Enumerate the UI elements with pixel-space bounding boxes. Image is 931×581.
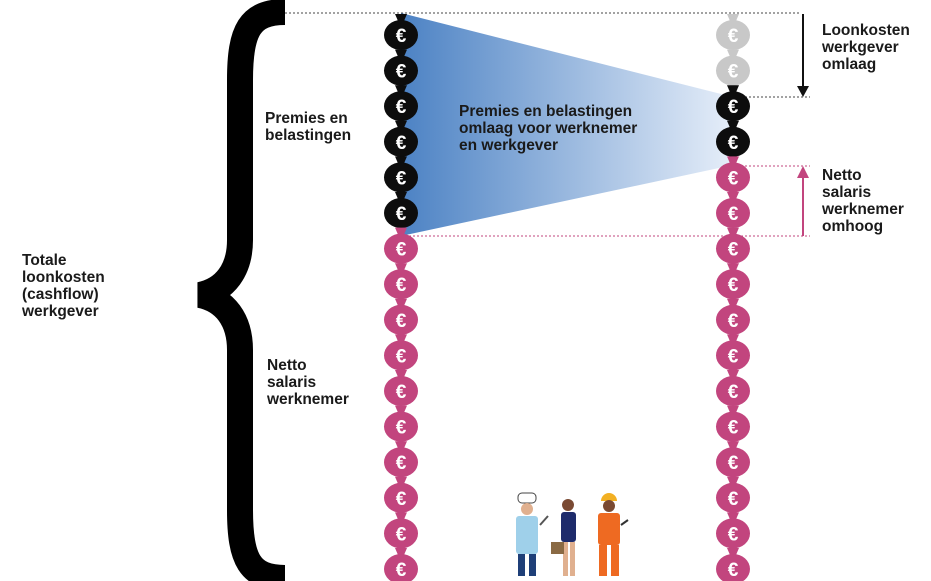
euro-symbol: € (396, 418, 407, 439)
stack-before: € € € € € € € € € € € € € € € € (384, 14, 418, 581)
construction-worker-icon (598, 493, 629, 576)
money-bag-icon: € (384, 227, 418, 264)
euro-symbol: € (728, 382, 739, 403)
euro-symbol: € (396, 453, 407, 474)
euro-symbol: € (396, 204, 407, 225)
money-bag-icon: € (384, 85, 418, 122)
euro-symbol: € (728, 489, 739, 510)
wedge-description-label: Premies en belastingen omlaag voor werkn… (459, 103, 638, 154)
money-bag-icon: € (384, 298, 418, 335)
money-bag-icon: € (716, 227, 750, 264)
money-bag-icon: € (384, 263, 418, 300)
euro-symbol: € (728, 275, 739, 296)
euro-symbol: € (396, 346, 407, 367)
euro-symbol: € (396, 168, 407, 189)
money-bag-icon: € (384, 156, 418, 193)
money-bag-icon: € (716, 14, 750, 50)
money-bag-icon: € (716, 476, 750, 513)
euro-symbol: € (728, 311, 739, 332)
euro-symbol: € (396, 311, 407, 332)
euro-symbol: € (728, 346, 739, 367)
euro-symbol: € (396, 524, 407, 545)
net-salary-label: Netto salaris werknemer (267, 357, 349, 408)
money-bag-icon: € (384, 14, 418, 50)
euro-symbol: € (728, 62, 739, 83)
total-labor-cost-label: Totale loonkosten (cashflow) werkgever (22, 252, 105, 320)
euro-symbol: € (728, 524, 739, 545)
down-arrow-icon (797, 14, 809, 97)
net-salary-up-label: Netto salaris werknemer omhoog (822, 167, 904, 235)
money-bag-icon: € (384, 476, 418, 513)
money-bag-icon: € (384, 370, 418, 406)
money-bag-icon: € (716, 263, 750, 300)
euro-symbol: € (396, 240, 407, 261)
euro-symbol: € (396, 97, 407, 118)
euro-symbol: € (396, 133, 407, 154)
euro-symbol: € (728, 97, 739, 118)
money-bag-icon: € (384, 334, 418, 371)
money-bag-icon: € (716, 156, 750, 193)
stack-after: € € € € € € € € € € € € € € € € (716, 14, 750, 581)
money-bag-icon: € (384, 512, 418, 549)
euro-symbol: € (396, 489, 407, 510)
money-bag-icon: € (384, 192, 418, 228)
euro-symbol: € (728, 204, 739, 225)
money-bag-icon: € (384, 405, 418, 442)
euro-symbol: € (728, 26, 739, 47)
up-arrow-icon (797, 166, 809, 236)
money-bag-icon: € (716, 298, 750, 335)
money-bag-icon: € (716, 441, 750, 478)
money-bag-icon: € (716, 512, 750, 549)
euro-symbol: € (396, 382, 407, 403)
euro-symbol: € (396, 560, 407, 581)
employer-cost-down-label: Loonkosten werkgever omlaag (822, 22, 910, 73)
money-bag-icon: € (384, 441, 418, 478)
money-bag-icon: € (716, 85, 750, 122)
euro-symbol: € (728, 560, 739, 581)
curly-brace-icon (196, 0, 286, 581)
euro-symbol: € (396, 26, 407, 47)
premiums-taxes-label: Premies en belastingen (265, 110, 352, 144)
money-bag-icon: € (716, 49, 750, 86)
cook-icon (516, 492, 549, 576)
euro-symbol: € (728, 453, 739, 474)
money-bag-icon: € (384, 49, 418, 86)
money-bag-icon: € (384, 120, 418, 157)
money-bag-icon: € (716, 405, 750, 442)
money-bag-icon: € (716, 548, 750, 581)
money-bag-icon: € (716, 370, 750, 406)
money-bag-icon: € (384, 548, 418, 581)
money-bag-icon: € (716, 192, 750, 228)
euro-symbol: € (728, 418, 739, 439)
euro-symbol: € (728, 133, 739, 154)
euro-symbol: € (728, 168, 739, 189)
money-bag-icon: € (716, 334, 750, 371)
reduction-wedge (401, 13, 733, 236)
euro-symbol: € (396, 62, 407, 83)
euro-symbol: € (728, 240, 739, 261)
euro-symbol: € (396, 275, 407, 296)
money-bag-icon: € (716, 120, 750, 157)
office-worker-icon (551, 499, 576, 576)
